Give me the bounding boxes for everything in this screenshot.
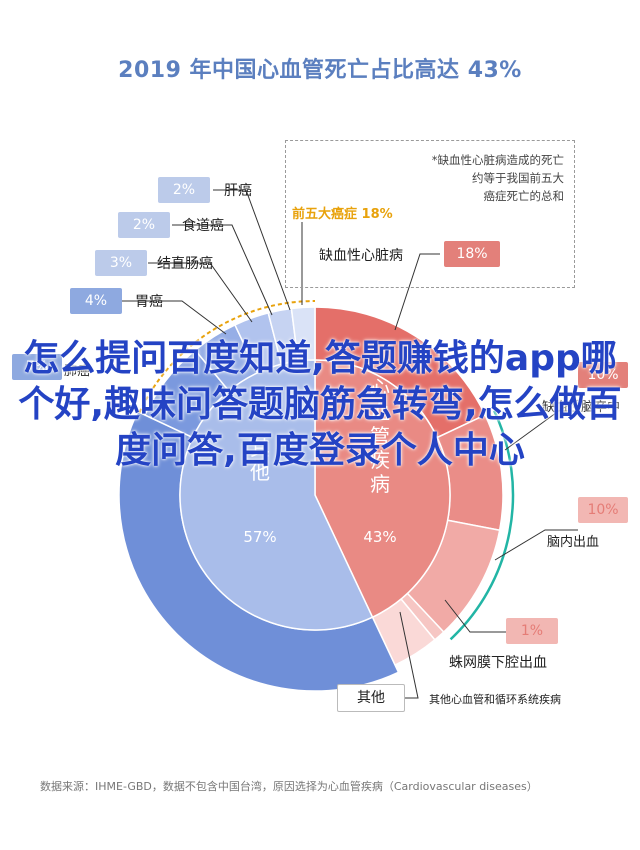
annotation-box: *缺血性心脏病造成的死亡 约等于我国前五大 癌症死亡的总和 (285, 140, 575, 288)
overlay-text: 怎么提问百度知道,答题赚钱的app哪个好,趣味问答题脑筋急转弯,怎么做百度问答,… (18, 338, 622, 471)
leader-ihd (394, 253, 440, 331)
chart-title: 2019 年中国心血管死亡占比高达 43% (118, 58, 522, 83)
leader-liver (213, 189, 291, 311)
leader-stroke (504, 399, 579, 451)
label-ich: 脑内出血 (547, 535, 600, 550)
label-colorectal: 结直肠癌 (157, 256, 213, 272)
badge-lung: 7% (12, 354, 62, 380)
badge-ich: 10% (578, 497, 628, 523)
badge-colorectal: 3% (95, 250, 147, 276)
top5-cancer-arc (138, 300, 316, 413)
label-ihd: 缺血性心脏病 (319, 248, 403, 264)
inner-left-value: 57% (243, 528, 277, 546)
badge-other: 其他 (337, 684, 405, 712)
annotation-line: 癌症死亡的总和 (483, 189, 565, 203)
leader-sah (444, 599, 506, 633)
source-note: 数据来源：IHME-GBD，数据不包含中国台湾，原因选择为心血管疾病（Cardi… (40, 780, 538, 793)
label-other-cvd: 其他心血管和循环系统疾病 (429, 693, 561, 706)
badge-sah: 1% (506, 618, 558, 644)
badge-stomach: 4% (70, 288, 122, 314)
annotation-text: *缺血性心脏病造成的死亡 约等于我国前五大 癌症死亡的总和 (344, 151, 564, 205)
label-liver: 肝癌 (224, 183, 252, 199)
leader-esophagus (172, 224, 273, 316)
inner-slice-other (179, 359, 374, 631)
inner-right-title: 心血管疾病 (370, 376, 390, 496)
inner-ring (179, 359, 451, 631)
inner-right-value: 43% (363, 528, 397, 546)
top5-cancer-label: 前五大癌症 18% (292, 207, 393, 222)
cerebrovascular-arc (449, 410, 515, 641)
leader-colorectal (148, 262, 253, 323)
badge-esophagus: 2% (118, 212, 170, 238)
label-stroke: 缺血性脑卒中 (542, 400, 621, 415)
badge-stroke: 10% (578, 362, 628, 388)
leader-stomach (122, 300, 227, 335)
annotation-line: *缺血性心脏病造成的死亡 (431, 153, 564, 167)
annotation-line: 约等于我国前五大 (472, 171, 564, 185)
outer-ring (118, 306, 504, 692)
leader-other-cvd (399, 611, 419, 699)
leader-lines: 其他 心血管疾病 (122, 189, 579, 699)
label-sah: 蛛网膜下腔出血 (449, 655, 547, 671)
leader-ich (494, 529, 578, 561)
label-esophagus: 食道癌 (182, 218, 224, 234)
label-stomach: 胃癌 (135, 294, 163, 310)
inner-left-title: 其他 (250, 436, 270, 484)
badge-liver: 2% (158, 177, 210, 203)
inner-slice-cardiovascular (314, 359, 451, 619)
badge-ihd: 18% (444, 241, 500, 267)
label-lung: 肺癌 (64, 364, 91, 379)
